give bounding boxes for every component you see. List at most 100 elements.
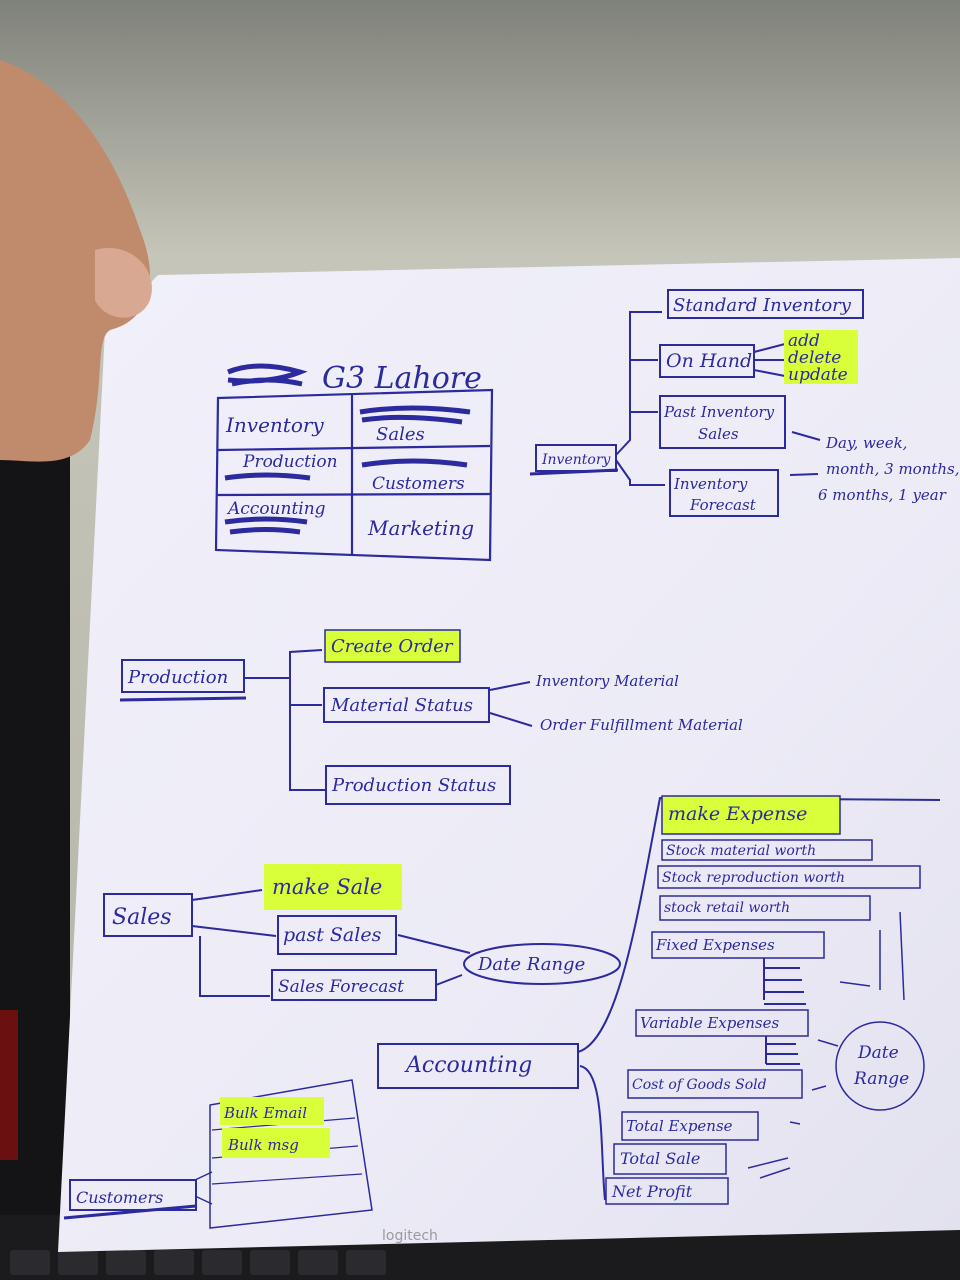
sales-connectors: [191, 889, 277, 997]
create-order-box: [324, 629, 461, 663]
accounting-connectors: [577, 796, 941, 1201]
accounting-item: Fixed Expenses: [655, 936, 775, 954]
accounting-item: Total Expense: [626, 1117, 733, 1135]
production-tree: Production Create Order Material Status …: [119, 629, 743, 805]
customers-arrows: [194, 1171, 213, 1205]
highlight-marker: [325, 630, 460, 662]
highlight-marker: [220, 1097, 324, 1125]
inventory-action: delete: [788, 348, 841, 368]
production-status-box: [325, 765, 511, 805]
accounting-date-range-label: Date: [857, 1043, 899, 1063]
standard-inventory-box: [667, 289, 864, 319]
forecast-period-text: 6 months, 1 year: [818, 486, 947, 504]
variable-expense-arrows: [765, 1036, 800, 1065]
accounting-root-label: Accounting: [404, 1053, 532, 1078]
inventory-forecast-label: Forecast: [689, 496, 757, 514]
thumbnail-icon: [95, 248, 152, 318]
past-sales-box: [277, 915, 397, 955]
sales-tree: Sales make Sale past Sales Sales Forecas…: [103, 864, 621, 1001]
fixed-expense-arrows: [763, 958, 806, 1005]
accounting-side-arrows: [839, 911, 905, 1001]
sales-date-range-ellipse: [463, 943, 621, 985]
accounting-date-range-label: Range: [853, 1069, 909, 1089]
create-order-label: Create Order: [331, 636, 454, 657]
grid-cell: Customers: [372, 474, 465, 494]
production-connectors: [244, 649, 326, 791]
sales-forecast-label: Sales Forecast: [278, 977, 404, 997]
inventory-connectors: [615, 311, 665, 486]
module-grid-labels: Inventory Sales Production Customers Acc…: [224, 405, 474, 540]
sales-date-range-label: Date Range: [477, 954, 585, 975]
forecast-period-text: month, 3 months,: [826, 460, 960, 478]
highlight-marker: [784, 330, 858, 384]
past-sales-label: past Sales: [283, 924, 382, 946]
forecast-period-text: Day, week,: [825, 434, 907, 452]
paper-sheet: [58, 258, 960, 1252]
grid-cell: Marketing: [367, 516, 474, 540]
inventory-material-label: Inventory Material: [535, 672, 679, 690]
scribble-mark: [224, 516, 308, 535]
production-status-label: Production Status: [331, 775, 496, 796]
accounting-item: Variable Expenses: [640, 1014, 779, 1032]
order-fulfillment-label: Order Fulfillment Material: [540, 716, 743, 734]
inventory-action: add: [788, 331, 820, 351]
on-hand-arrows: [753, 343, 786, 377]
inventory-root-label: Inventory: [541, 452, 612, 468]
standard-inventory-label: Standard Inventory: [673, 295, 852, 316]
period-arrows: [789, 431, 821, 476]
inventory-action: update: [788, 365, 848, 385]
material-status-label: Material Status: [330, 695, 473, 716]
customers-tree: Bulk Email Bulk msg Customers: [63, 1079, 373, 1229]
underline: [119, 696, 247, 702]
accounting-item: Total Sale: [620, 1149, 700, 1168]
past-inventory-sales-label: Sales: [698, 425, 739, 443]
on-hand-label: On Hand: [666, 350, 752, 372]
accounting-item: Net Profit: [611, 1182, 693, 1201]
scribble-mark: [747, 1157, 791, 1179]
date-range-arrows: [397, 934, 471, 986]
keyboard-keys: [10, 1250, 386, 1275]
accounting-date-range-ellipse: [835, 1021, 925, 1111]
accounting-tree: Accounting make Expense Stock material w…: [377, 795, 941, 1205]
production-root-box: [121, 659, 245, 693]
make-expense-label: make Expense: [668, 803, 807, 825]
accounting-item-box: [657, 865, 921, 889]
accounting-item: Cost of Goods Sold: [632, 1077, 767, 1093]
scribble-mark: [361, 458, 468, 468]
accounting-item: Stock material worth: [666, 843, 816, 859]
grid-cell: Production: [242, 452, 338, 472]
material-arrows: [489, 681, 533, 727]
scribble-mark: [224, 472, 311, 481]
accounting-item-box: [605, 1177, 729, 1205]
accounting-item-box: [621, 1111, 759, 1141]
past-inventory-sales-box: [659, 395, 786, 449]
material-status-box: [323, 687, 490, 723]
make-sale-label: make Sale: [272, 875, 382, 899]
monitor-red-light: [0, 1010, 18, 1160]
highlight-marker: [222, 1128, 330, 1158]
grid-cell: Inventory: [225, 413, 324, 437]
inventory-forecast-box: [669, 469, 779, 517]
bulk-msg-label: Bulk msg: [227, 1136, 299, 1154]
accounting-item-box: [651, 931, 825, 959]
customers-panel: [209, 1079, 373, 1229]
accounting-item-box: [661, 839, 873, 861]
date-range-arrows: [811, 1039, 839, 1091]
customers-root-label: Customers: [76, 1188, 163, 1207]
grid-cell: Sales: [376, 424, 425, 445]
sales-root-box: [103, 893, 193, 937]
grid-cell: Accounting: [226, 499, 326, 519]
accounting-item: Stock reproduction worth: [662, 870, 845, 886]
accounting-item-box: [627, 1069, 803, 1099]
highlight-marker: [264, 864, 402, 910]
make-expense-box: [661, 795, 841, 835]
scribble-mark: [359, 405, 471, 425]
keyboard-brand: logitech: [382, 1228, 438, 1244]
sales-root-label: Sales: [112, 905, 172, 930]
accounting-item-box: [635, 1009, 809, 1037]
dash-mark: [789, 1121, 801, 1125]
hand-icon: [0, 60, 150, 462]
customers-root-box: [69, 1179, 197, 1211]
accounting-root-box: [377, 1043, 579, 1089]
